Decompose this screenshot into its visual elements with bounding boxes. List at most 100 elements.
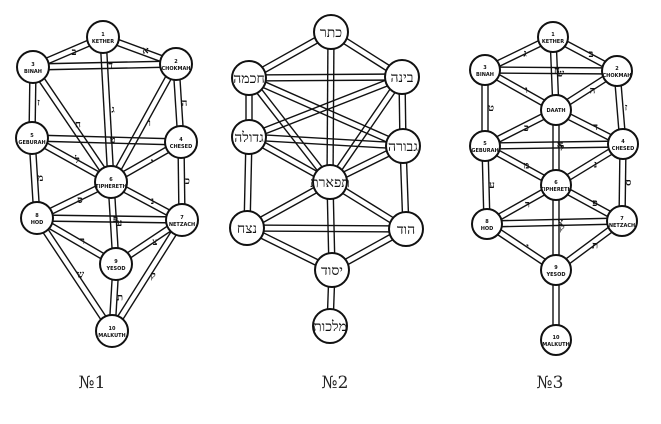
- path-letter: מ: [524, 161, 530, 172]
- path-connector: [36, 214, 183, 224]
- sephirah-name: TIPHERETH: [95, 184, 126, 190]
- sephirah-name: CHESED: [170, 144, 192, 150]
- path-connector: [33, 215, 116, 334]
- sephirah-number: 2: [615, 66, 619, 72]
- path-connector: [247, 73, 404, 141]
- path-letter: ד: [108, 61, 113, 72]
- path-connector: [29, 64, 115, 185]
- path-connector: [484, 66, 618, 75]
- sephirah-number: 1: [101, 32, 105, 38]
- caption-tree-1: №1: [78, 373, 106, 393]
- sephirah-hebrew-name: יסוד: [321, 263, 343, 279]
- sephirah-node: נצח: [229, 210, 265, 246]
- path-letter: ב: [589, 49, 594, 60]
- sephirah-name: KETHER: [542, 39, 564, 45]
- sephirah-name: GEBURAH: [471, 148, 498, 154]
- sephirah-name: HOD: [31, 220, 44, 226]
- sephirah-hebrew-name: נצח: [237, 221, 257, 237]
- path-letter: ש: [77, 270, 84, 281]
- path-connector: [31, 134, 182, 146]
- path-letter: פ: [113, 214, 118, 225]
- path-letter: ח: [75, 120, 81, 131]
- sephirah-hebrew-name: בינה: [390, 70, 413, 86]
- path-letter: ב: [72, 47, 77, 58]
- path-letter: ו: [525, 85, 528, 96]
- sephirah-number: 1: [551, 32, 555, 38]
- path-connector: [484, 140, 624, 150]
- sephirah-name: YESOD: [105, 266, 125, 272]
- path-letter: ה: [182, 98, 188, 109]
- path-letter: ה: [590, 86, 596, 97]
- path-connector: [246, 75, 333, 185]
- path-letter: ט: [488, 103, 494, 114]
- sephirah-node: גבורה: [385, 128, 421, 164]
- sephirah-number: 3: [483, 65, 487, 71]
- path-letter: נ: [151, 196, 154, 207]
- sephirah-number: 6: [109, 177, 113, 183]
- path-letter: ל: [559, 142, 565, 154]
- sephirah-name: NETZACH: [169, 222, 195, 228]
- path-letter: מ: [38, 173, 44, 184]
- sephirah-name: CHOKMAH: [161, 66, 190, 72]
- sephirah-hebrew-name: תפארת: [310, 175, 350, 191]
- path-connector: [326, 74, 406, 185]
- sephirah-name: DAATH: [546, 108, 565, 114]
- path-connector: [99, 36, 115, 183]
- sephirah-hebrew-name: חכמה: [233, 71, 264, 87]
- sephirah-number: 7: [620, 216, 624, 222]
- path-letter: ר: [80, 236, 85, 247]
- sephirah-name: NETZACH: [609, 223, 635, 229]
- path-letter: נ: [594, 160, 597, 171]
- sephirah-name: KETHER: [92, 39, 114, 45]
- path-letter: צ: [558, 218, 563, 229]
- tree-2: כתרבינהחכמהגבורהגדולהתפארתהודנצחיסודמלכו…: [229, 14, 424, 344]
- path-letter: ע: [117, 218, 123, 229]
- sephirah-node: הוד: [388, 211, 424, 247]
- path-connector: [32, 60, 177, 71]
- sephirah-hebrew-name: גבורה: [388, 139, 418, 155]
- path-letter: ש: [557, 69, 564, 80]
- sephirah-name: CHESED: [612, 146, 634, 152]
- path-letter: י: [151, 157, 154, 168]
- path-letter: צ: [152, 237, 157, 248]
- path-letter: ס: [77, 195, 83, 206]
- path-letter: א: [557, 140, 564, 151]
- path-connector: [108, 218, 186, 333]
- sephirah-number: 9: [554, 265, 558, 271]
- path-letter: ו: [148, 118, 151, 129]
- path-letter: ס: [626, 178, 632, 189]
- path-letter: ת: [117, 293, 123, 304]
- path-connector: [247, 74, 405, 150]
- sephirah-number: 5: [30, 133, 34, 139]
- sephirah-node: כתר: [313, 14, 349, 50]
- sephirah-number: 4: [621, 139, 625, 145]
- path-letter: ע: [489, 180, 495, 191]
- sephirah-name: HOD: [481, 226, 494, 232]
- sephirah-number: 6: [554, 180, 558, 186]
- sephirah-number: 3: [31, 62, 35, 68]
- caption-tree-2: №2: [321, 373, 349, 393]
- path-letter: ק: [559, 223, 564, 234]
- path-letter: ז: [625, 103, 628, 114]
- sephirah-node: יסוד: [314, 252, 350, 288]
- sephirah-node: גדולה: [231, 119, 267, 155]
- sephirah-number: 2: [174, 59, 178, 65]
- tree-3: בגשהוזטחדכלאנמסעפרקצתי1KETHER2CHOKMAH3BI…: [469, 21, 639, 356]
- sephirah-name: CHOKMAH: [602, 73, 631, 79]
- sephirah-hebrew-name: כתר: [320, 25, 342, 41]
- path-letter: ט: [109, 135, 115, 146]
